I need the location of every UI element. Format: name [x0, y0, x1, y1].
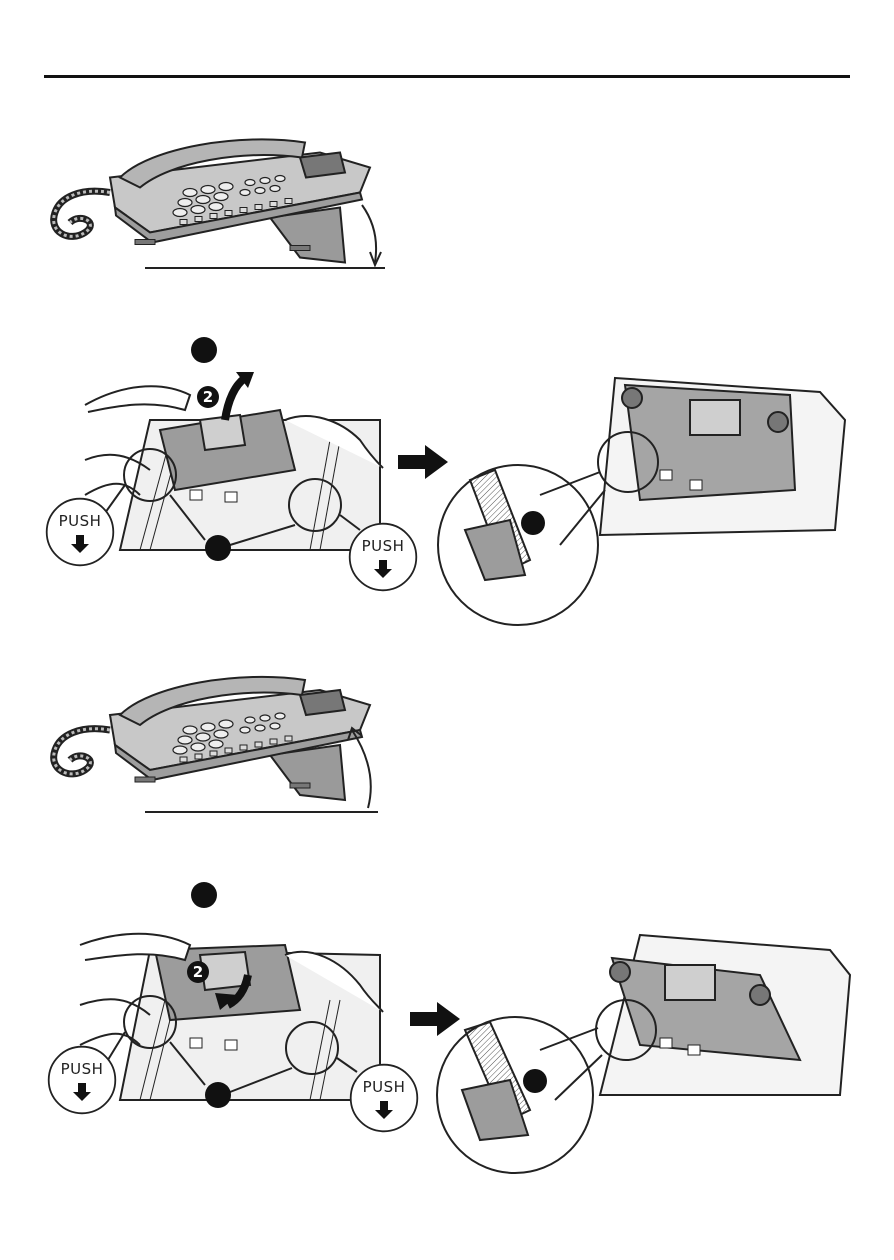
svg-text:PUSH: PUSH	[59, 512, 102, 530]
step-marker-icon	[191, 337, 217, 363]
step-marker-icon	[205, 535, 231, 561]
right-arrow-icon	[398, 445, 448, 479]
step-marker-icon	[205, 1082, 231, 1108]
right-arrow-icon	[410, 1002, 460, 1036]
svg-text:2: 2	[193, 963, 203, 981]
svg-text:PUSH: PUSH	[363, 1078, 406, 1096]
stand-attached-detail	[437, 935, 850, 1173]
step-marker-icon	[521, 511, 545, 535]
stand-removed-detail	[438, 378, 845, 625]
phone-illustration-high	[54, 677, 378, 812]
attach-stand-illustration: 2	[80, 882, 383, 1108]
step-marker-icon	[523, 1069, 547, 1093]
svg-text:PUSH: PUSH	[61, 1060, 104, 1078]
push-badge-left-1: PUSH	[47, 499, 114, 566]
svg-text:2: 2	[203, 388, 213, 406]
step-marker-icon	[191, 882, 217, 908]
push-badge-left-2: PUSH	[49, 1047, 116, 1114]
phone-illustration-low	[54, 139, 385, 268]
push-badge-right-2: PUSH	[351, 1065, 418, 1132]
remove-stand-illustration: 2	[85, 337, 383, 561]
push-badge-right-1: PUSH	[350, 524, 417, 591]
svg-text:PUSH: PUSH	[362, 537, 405, 555]
